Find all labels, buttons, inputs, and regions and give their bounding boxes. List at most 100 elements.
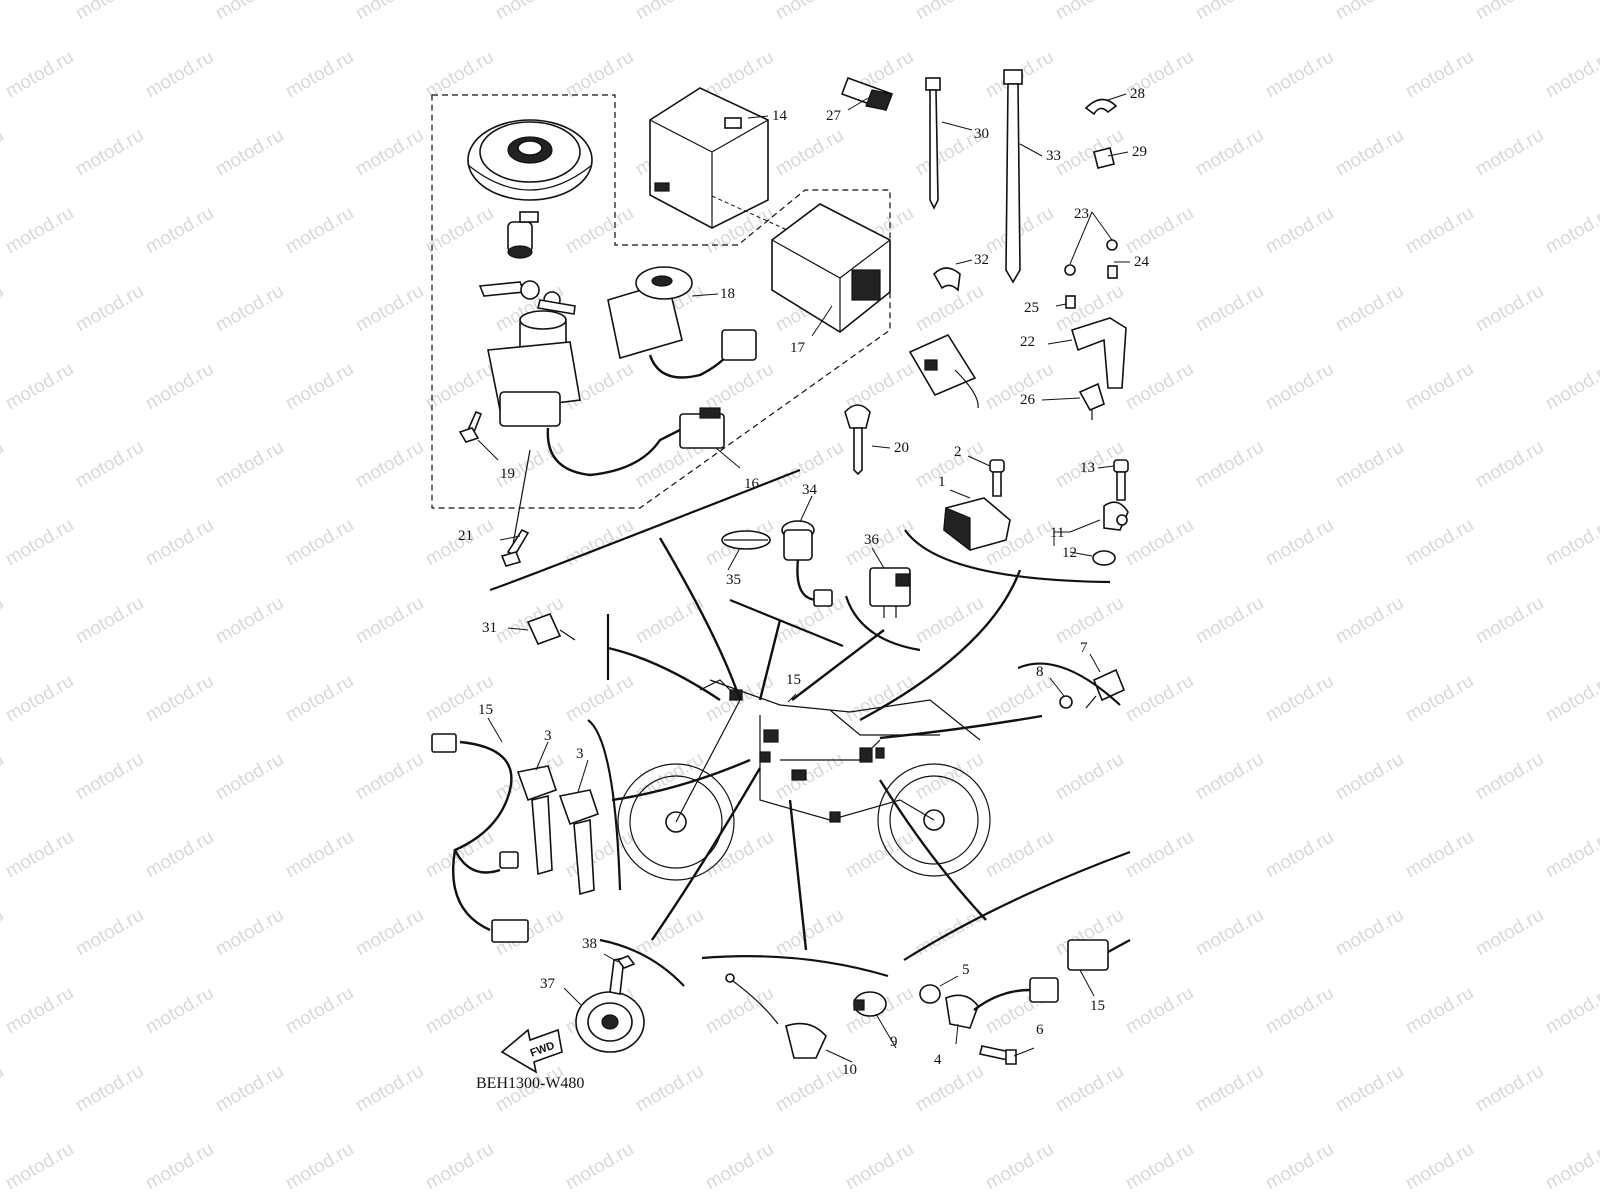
watermark-text: motod.ru: [1262, 47, 1337, 103]
sensor-1: [943, 497, 1011, 552]
watermark-text: motod.ru: [1542, 1139, 1600, 1195]
watermark-text: motod.ru: [1052, 593, 1127, 649]
ignition-coil-3b: [558, 789, 600, 896]
watermark-text: motod.ru: [2, 671, 77, 727]
watermark-text: motod.ru: [1402, 47, 1477, 103]
callout-23: 23: [1074, 206, 1089, 222]
cap-lock-cylinder: [507, 211, 539, 259]
watermark-text: motod.ru: [282, 983, 357, 1039]
watermark-text: motod.ru: [562, 1139, 637, 1195]
watermark-text: motod.ru: [142, 203, 217, 259]
watermark-text: motod.ru: [1542, 983, 1600, 1039]
watermark-text: motod.ru: [72, 905, 147, 961]
wire-to-coils: [611, 758, 751, 802]
wire-to-relay: [791, 629, 885, 701]
callout-labels: 1 2 3 3 4 5 6 7 8 9 10 11 12 13 14 15 15…: [458, 86, 1150, 1078]
watermark-text: motod.ru: [1472, 593, 1547, 649]
ecu-14: [649, 87, 769, 229]
o-ring-5: [919, 984, 941, 1004]
main-switch-assembly: [487, 310, 725, 477]
transponder-key: [844, 404, 871, 476]
watermark-text: motod.ru: [212, 125, 287, 181]
watermark-text: motod.ru: [562, 827, 637, 883]
watermark-text: motod.ru: [1542, 827, 1600, 883]
watermark-text: motod.ru: [2, 359, 77, 415]
watermark-text: motod.ru: [0, 0, 7, 24]
watermark-text: motod.ru: [912, 749, 987, 805]
wire-to-switch-31: [607, 646, 721, 701]
wire-to-sensor-1: [859, 569, 1022, 722]
watermark-text: motod.ru: [772, 1061, 847, 1117]
watermark-text: motod.ru: [1542, 515, 1600, 571]
watermark-text: motod.ru: [632, 0, 707, 24]
watermark-text: motod.ru: [842, 515, 917, 571]
watermark-text: motod.ru: [1472, 437, 1547, 493]
watermark-text: motod.ru: [212, 437, 287, 493]
watermark-text: motod.ru: [1332, 749, 1407, 805]
watermark-text: motod.ru: [1402, 671, 1477, 727]
watermark-text: motod.ru: [142, 671, 217, 727]
watermark-text: motod.ru: [562, 515, 637, 571]
watermark-text: motod.ru: [352, 281, 427, 337]
wire-to-sensor-4: [878, 779, 987, 921]
watermark-text: motod.ru: [422, 359, 497, 415]
watermark-text: motod.ru: [282, 671, 357, 727]
watermark-text: motod.ru: [982, 827, 1057, 883]
watermark-text: motod.ru: [72, 281, 147, 337]
watermark-text: motod.ru: [1542, 359, 1600, 415]
watermark-text: motod.ru: [912, 281, 987, 337]
immobilizer-unit: [908, 333, 979, 409]
clamp-32: [933, 267, 961, 292]
wire-to-sensor-7: [879, 714, 1043, 740]
watermark-text: motod.ru: [1122, 827, 1197, 883]
watermark-text: motod.ru: [0, 593, 7, 649]
watermark-text: motod.ru: [352, 593, 427, 649]
callout-16: 16: [744, 476, 760, 492]
watermark-text: motod.ru: [982, 1139, 1057, 1195]
callout-36: 36: [864, 532, 880, 548]
callout-26: 26: [1020, 392, 1036, 408]
watermark-text: motod.ru: [212, 749, 287, 805]
watermark-text: motod.ru: [142, 983, 217, 1039]
main-switch-18: [607, 266, 757, 379]
watermark-text: motod.ru: [1192, 281, 1267, 337]
watermark-text: motod.ru: [282, 203, 357, 259]
clamp-28: [1084, 98, 1118, 116]
callout-29: 29: [1132, 144, 1147, 160]
callout-3b: 3: [576, 746, 584, 762]
callout-13: 13: [1080, 460, 1095, 476]
thermo-switch-7: [1085, 668, 1126, 709]
callout-34: 34: [802, 482, 818, 498]
watermark-text: motod.ru: [422, 47, 497, 103]
wire-to-ecu: [658, 537, 742, 701]
watermark-text: motod.ru: [1472, 905, 1547, 961]
watermark-text: motod.ru: [1192, 0, 1267, 24]
watermark-text: motod.ru: [0, 1061, 7, 1117]
watermark-text: motod.ru: [1052, 0, 1127, 24]
watermark-text: motod.ru: [352, 1061, 427, 1117]
watermark-text: motod.ru: [772, 125, 847, 181]
callout-7: 7: [1080, 640, 1088, 656]
watermark-text: motod.ru: [212, 1061, 287, 1117]
bracket-coils: [587, 719, 622, 891]
watermark-text: motod.ru: [352, 905, 427, 961]
watermark-text: motod.ru: [282, 1139, 357, 1195]
watermark-text: motod.ru: [1402, 203, 1477, 259]
watermark-text: motod.ru: [1262, 827, 1337, 883]
watermark-text: motod.ru: [1402, 359, 1477, 415]
callout-19: 19: [500, 466, 515, 482]
watermark-text: motod.ru: [352, 749, 427, 805]
watermark-text: motod.ru: [772, 0, 847, 24]
watermark-text: motod.ru: [72, 0, 147, 24]
gasket-8: [1059, 695, 1073, 709]
watermark-text: motod.ru: [982, 671, 1057, 727]
ignition-kit-dashed-box: [431, 94, 891, 509]
watermark-text: motod.ru: [912, 1061, 987, 1117]
o-ring-12: [1092, 550, 1116, 566]
watermark-text: motod.ru: [1472, 749, 1547, 805]
bracket-upper-left: [489, 468, 801, 592]
watermark-text: motod.ru: [772, 593, 847, 649]
callout-3a: 3: [544, 728, 552, 744]
